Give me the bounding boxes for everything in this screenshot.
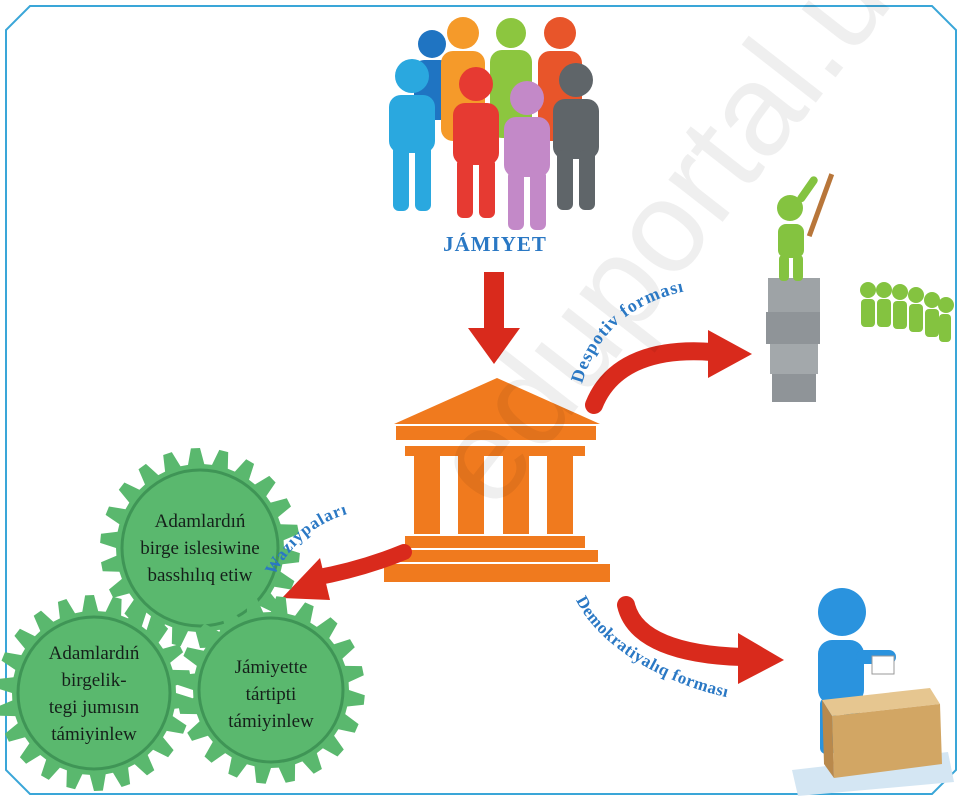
democratic-arrow bbox=[617, 596, 784, 684]
gear-right-line: támiyinlew bbox=[228, 711, 314, 732]
gear-right-line: tártipti bbox=[245, 684, 297, 705]
gear-top-line: Adamlardıń bbox=[154, 511, 246, 532]
society-title: JÁMIYET bbox=[443, 232, 547, 256]
despotic-arrow bbox=[585, 330, 752, 414]
down-arrow-icon bbox=[468, 272, 520, 364]
democratic-label: Demokratiyalıq forması bbox=[572, 593, 730, 702]
state-building-icon bbox=[384, 378, 610, 582]
despot-figure-icon bbox=[766, 173, 835, 402]
voter-ballot-box-icon bbox=[792, 588, 954, 796]
gear-left-line: birgelik- bbox=[61, 670, 127, 691]
gear-top-text: Adamlardıń birge islesiwine basshılıq et… bbox=[110, 508, 290, 589]
gear-top-body bbox=[120, 468, 280, 628]
gear-right-body bbox=[197, 616, 345, 764]
gear-left-body bbox=[16, 615, 172, 771]
gear-right-line: Jámiyette bbox=[234, 657, 308, 678]
gear-left-line: tegi jumısın bbox=[48, 697, 140, 718]
gear-top bbox=[100, 448, 300, 648]
gear-right bbox=[177, 596, 365, 784]
crowd-figures-icon bbox=[860, 282, 954, 342]
despotic-label: Despotiv forması bbox=[567, 276, 686, 385]
gear-top-line: basshılıq etiw bbox=[147, 565, 253, 586]
gear-left-text: Adamlardıń birgelik- tegi jumısın támiyi… bbox=[14, 640, 174, 748]
gear-left-line: támiyinlew bbox=[51, 724, 137, 745]
gear-left-line: Adamlardıń bbox=[48, 643, 140, 664]
people-group-icon bbox=[389, 17, 599, 230]
functions-arrow bbox=[282, 544, 412, 600]
frame-border bbox=[5, 5, 957, 795]
gear-left bbox=[0, 595, 192, 791]
gear-top-line: birge islesiwine bbox=[140, 538, 260, 559]
gear-right-text: Jámiyette tártipti támiyinlew bbox=[196, 654, 346, 735]
